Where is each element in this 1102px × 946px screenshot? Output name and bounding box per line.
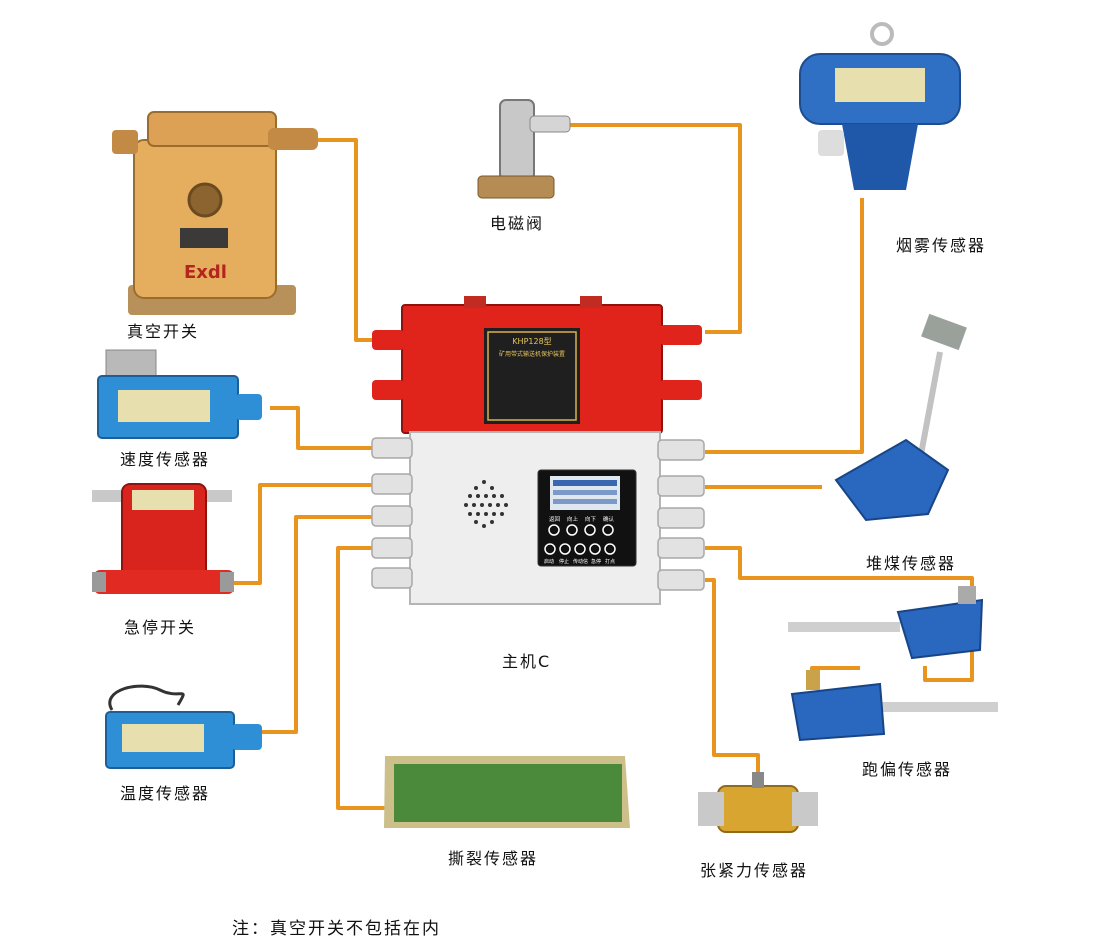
temperature-sensor-device (105, 684, 262, 769)
screen-button-label-3: 向下 (585, 515, 597, 523)
plate-title: KHP128型 (512, 337, 551, 346)
label-vacuum-switch: 真空开关 (127, 322, 200, 341)
wire-deviation-sensor (705, 546, 974, 682)
screen-button-label-5: 启动 (544, 558, 554, 565)
wire-smoke-sensor (705, 198, 864, 454)
wire-emergency-stop (232, 483, 372, 585)
screen-button-label-2: 向上 (567, 515, 579, 523)
deviation-sensor-device (788, 586, 998, 742)
vacuum-switch-device: Exdl (112, 111, 318, 315)
wire-solenoid-valve (568, 123, 742, 334)
screen-button-label-4: 确认 (603, 515, 615, 523)
tear-sensor-device (384, 756, 630, 828)
label-tear-sensor: 撕裂传感器 (448, 849, 539, 868)
emergency-stop-device (92, 483, 234, 594)
label-speed-sensor: 速度传感器 (120, 450, 211, 469)
solenoid-valve-device (477, 99, 571, 199)
coal-pile-sensor-device (834, 313, 967, 522)
label-deviation-sensor: 跑偏传感器 (862, 760, 953, 779)
plate-subtitle: 矿用带式输送机保护装置 (499, 350, 565, 358)
smoke-sensor-device (799, 22, 961, 190)
wire-tension-sensor (705, 578, 760, 778)
wire-temperature-sensor (262, 515, 372, 734)
wiring (232, 123, 974, 810)
label-emergency-stop: 急停开关 (124, 618, 197, 637)
label-smoke-sensor: 烟雾传感器 (896, 236, 987, 255)
label-tension-sensor: 张紧力传感器 (700, 861, 809, 880)
host-unit: KHP128型 矿用带式输送机保护装置 返回 向上 向下 确认 (371, 296, 705, 605)
footnote: 注：真空开关不包括在内 (232, 919, 441, 939)
screen-button-label-9: 打点 (605, 558, 615, 565)
screen-button-label-8: 急停 (591, 558, 601, 565)
label-solenoid-valve: 电磁阀 (490, 214, 545, 233)
screen-button-label-6: 停止 (559, 558, 569, 565)
wire-vacuum-switch (318, 138, 372, 342)
screen-button-label-7: 传动信 (573, 558, 588, 565)
tension-sensor-device (698, 772, 818, 833)
label-coal-pile-sensor: 堆煤传感器 (866, 554, 957, 573)
exdl-logo: Exdl (184, 262, 227, 283)
wire-tear-sensor (336, 546, 385, 810)
label-host-unit: 主机C (502, 652, 552, 671)
speed-sensor-device (97, 349, 262, 439)
label-temperature-sensor: 温度传感器 (120, 784, 211, 803)
wire-speed-sensor (270, 406, 372, 450)
screen-button-label-1: 返回 (549, 516, 561, 523)
